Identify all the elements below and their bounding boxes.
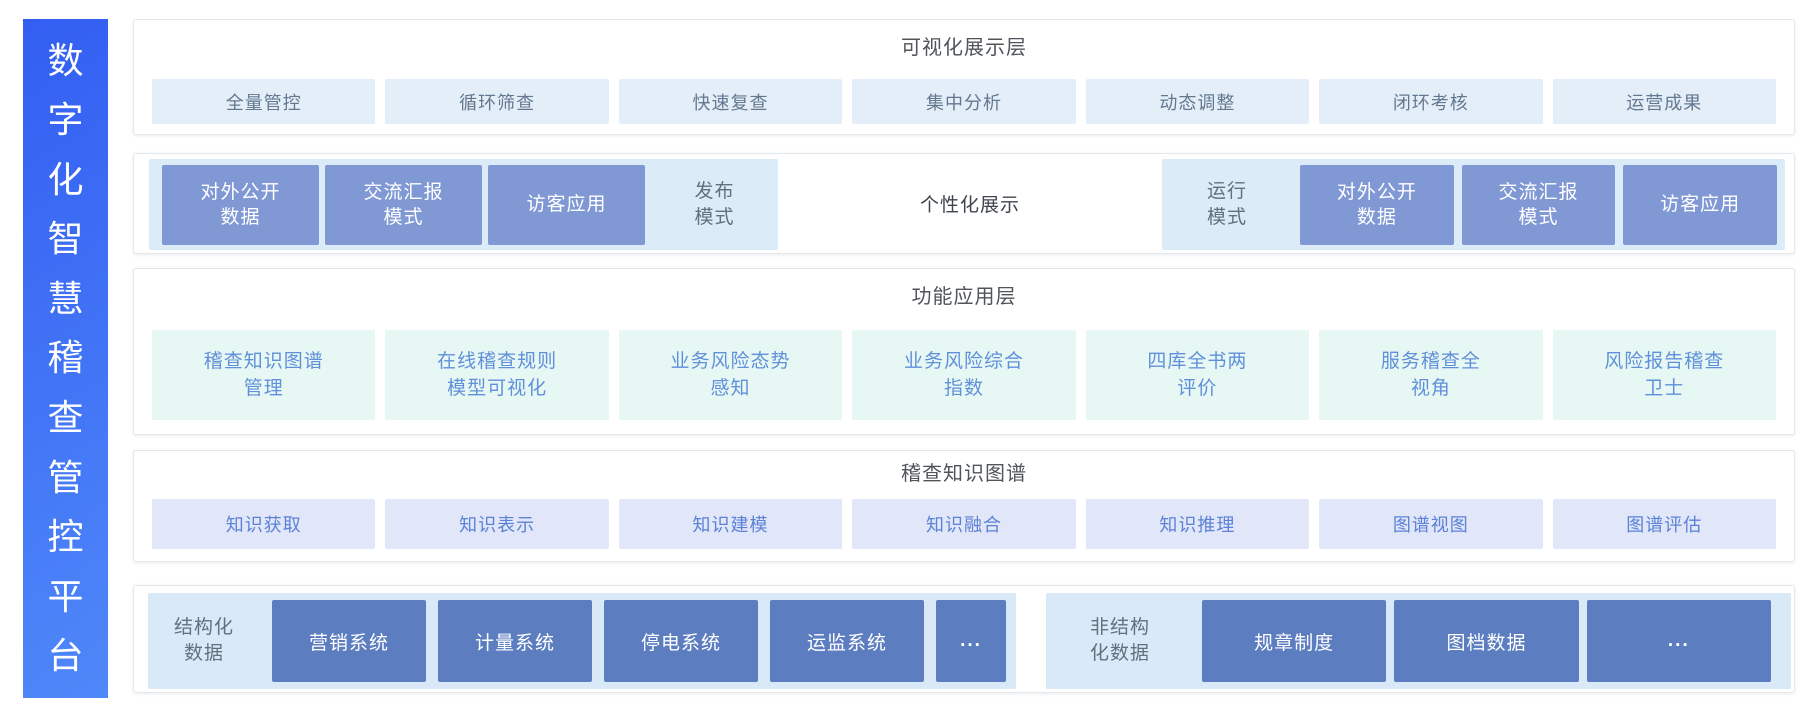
mode-box: 对外公开 数据	[162, 164, 319, 245]
publish-mode-group: 对外公开 数据 交流汇报 模式 访客应用 发布 模式	[149, 159, 778, 250]
layer-knowledge-graph: 稽查知识图谱 知识获取 知识表示 知识建模 知识融合 知识推理 图谱视图 图谱评…	[133, 450, 1795, 562]
knowledge-graph-item: 知识获取	[152, 499, 376, 549]
system-box: 停电系统	[604, 600, 758, 682]
system-box: 规章制度	[1202, 600, 1387, 682]
knowledge-graph-item: 知识建模	[618, 499, 843, 549]
visualization-item: 运营成果	[1552, 79, 1776, 124]
run-mode-group: 运行 模式 对外公开 数据 交流汇报 模式 访客应用	[1162, 159, 1785, 250]
function-item: 在线稽查规则 模型可视化	[385, 330, 609, 420]
system-box: 营销系统	[272, 600, 426, 682]
system-box: 计量系统	[438, 600, 592, 682]
publish-mode-label: 发布 模式	[694, 180, 735, 228]
platform-title-char: 查	[47, 397, 84, 439]
layer-knowledge-graph-title: 稽查知识图谱	[901, 463, 1027, 485]
platform-title-char: 数	[47, 39, 84, 81]
run-mode-label: 运行 模式	[1206, 180, 1247, 228]
knowledge-graph-item: 知识融合	[852, 499, 1076, 549]
unstructured-data-group: 非结构 化数据 规章制度 图档数据 ...	[1046, 593, 1791, 689]
visualization-items-row: 全量管控 循环筛查 快速复查 集中分析 动态调整 闭环考核 运营成果	[134, 79, 1794, 124]
layer-display-mode: 对外公开 数据 交流汇报 模式 访客应用 发布 模式 个性化展示 运行 模式 对…	[133, 153, 1795, 254]
function-item: 风险报告稽查 卫士	[1552, 330, 1776, 420]
knowledge-graph-items-row: 知识获取 知识表示 知识建模 知识融合 知识推理 图谱视图 图谱评估	[134, 499, 1794, 549]
platform-title-char: 控	[47, 516, 84, 558]
visualization-item: 循环筛查	[385, 79, 609, 124]
platform-title-char: 化	[47, 158, 84, 200]
layer-data-source: 结构化 数据 营销系统 计量系统 停电系统 运监系统 ... 非结构 化数据 规…	[133, 585, 1795, 693]
function-items-row: 稽查知识图谱 管理 在线稽查规则 模型可视化 业务风险态势 感知 业务风险综合 …	[134, 330, 1794, 420]
mode-box: 交流汇报 模式	[1461, 164, 1616, 245]
platform-title-char: 字	[47, 99, 84, 141]
function-item: 业务风险态势 感知	[618, 330, 843, 420]
mode-box: 交流汇报 模式	[325, 164, 482, 245]
mode-box: 访客应用	[488, 164, 645, 245]
layer-visualization-title: 可视化展示层	[901, 37, 1027, 59]
platform-title-char: 台	[47, 635, 84, 677]
layer-function-title: 功能应用层	[911, 286, 1017, 308]
function-item: 服务稽查全 视角	[1319, 330, 1543, 420]
knowledge-graph-item: 图谱评估	[1552, 499, 1776, 549]
visualization-item: 全量管控	[152, 79, 376, 124]
structured-data-label: 结构化 数据	[173, 617, 234, 664]
knowledge-graph-item: 知识表示	[385, 499, 609, 549]
system-box-ellipsis: ...	[1586, 600, 1771, 682]
visualization-item: 动态调整	[1085, 79, 1310, 124]
mode-box: 访客应用	[1623, 164, 1778, 245]
function-item: 四库全书两 评价	[1085, 330, 1310, 420]
visualization-item: 集中分析	[852, 79, 1076, 124]
visualization-item: 快速复查	[618, 79, 843, 124]
function-item: 业务风险综合 指数	[852, 330, 1076, 420]
personalized-display-label: 个性化展示	[919, 195, 1020, 216]
system-box-ellipsis: ...	[936, 600, 1006, 682]
platform-title-char: 管	[47, 456, 84, 498]
unstructured-data-label: 非结构 化数据	[1089, 617, 1150, 664]
knowledge-graph-item: 知识推理	[1085, 499, 1310, 549]
platform-title-bar: 数 字 化 智 慧 稽 查 管 控 平 台	[23, 19, 108, 698]
platform-title-char: 稽	[47, 337, 84, 379]
platform-title-char: 慧	[47, 277, 84, 319]
function-item: 稽查知识图谱 管理	[152, 330, 376, 420]
mode-box: 对外公开 数据	[1300, 164, 1454, 245]
knowledge-graph-item: 图谱视图	[1319, 499, 1543, 549]
layer-function-application: 功能应用层 稽查知识图谱 管理 在线稽查规则 模型可视化 业务风险态势 感知 业…	[133, 268, 1795, 435]
structured-data-group: 结构化 数据 营销系统 计量系统 停电系统 运监系统 ...	[148, 593, 1016, 689]
visualization-item: 闭环考核	[1319, 79, 1543, 124]
system-box: 图档数据	[1394, 600, 1579, 682]
layer-visualization: 可视化展示层 全量管控 循环筛查 快速复查 集中分析 动态调整 闭环考核 运营成…	[133, 19, 1795, 135]
system-box: 运监系统	[770, 600, 924, 682]
platform-title-char: 平	[47, 575, 84, 617]
platform-title-char: 智	[47, 218, 84, 260]
